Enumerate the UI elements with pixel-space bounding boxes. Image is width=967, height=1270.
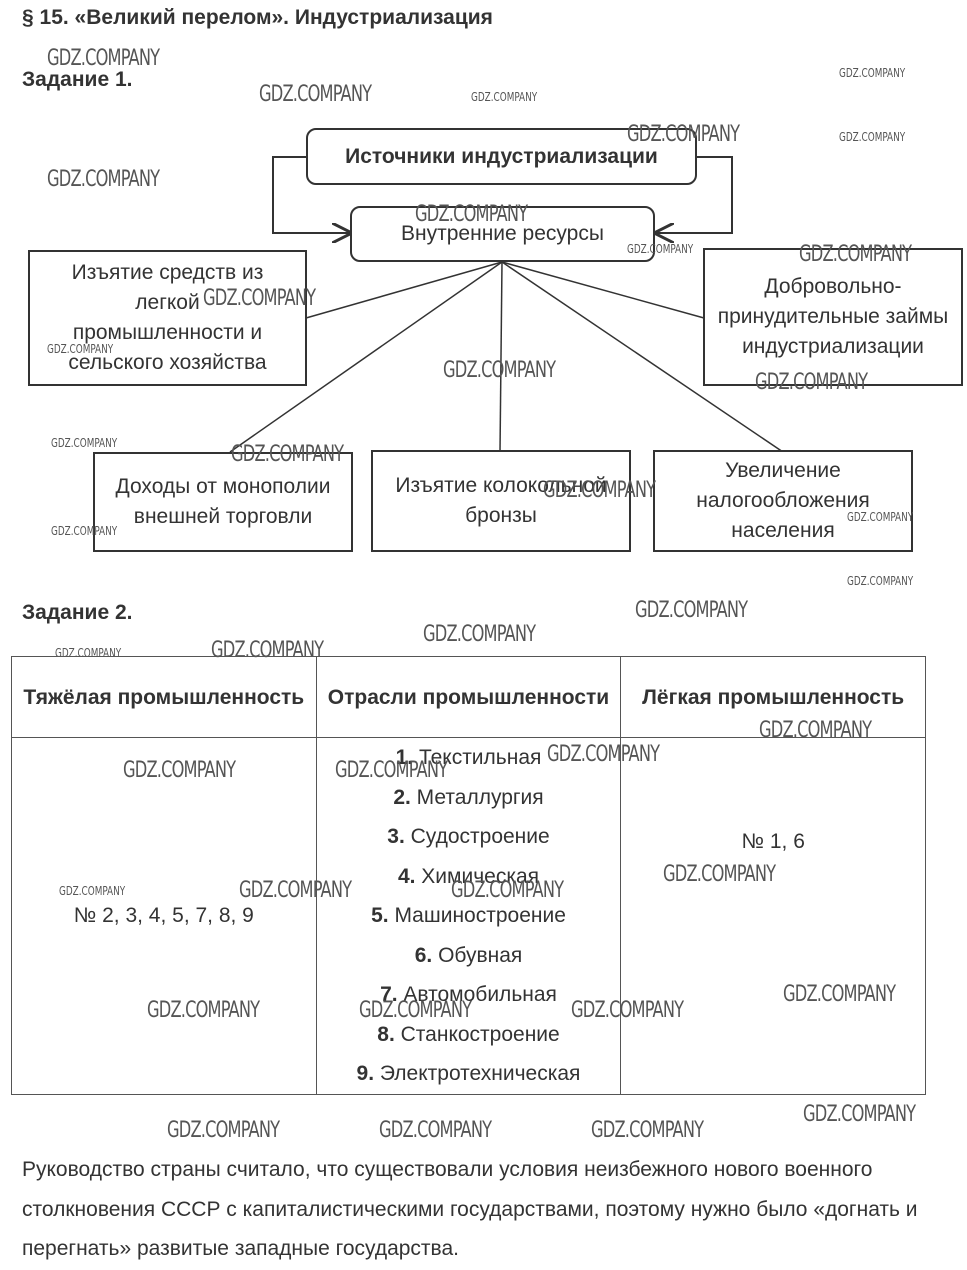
branch-item: 2. Металлургия bbox=[393, 785, 544, 809]
source-box-2: Добровольно-принудительные займы индустр… bbox=[703, 248, 963, 386]
source-box-3: Доходы от монополии внешней торговли bbox=[93, 452, 353, 552]
conclusion-text: Руководство страны считало, что существо… bbox=[22, 1158, 918, 1260]
connector-5 bbox=[501, 261, 784, 453]
connector-3 bbox=[229, 261, 503, 453]
branch-item: 8. Станкостроение bbox=[377, 1022, 560, 1046]
page-title: § 15. «Великий перелом». Индустриализаци… bbox=[22, 6, 493, 29]
branch-item: 3. Судостроение bbox=[387, 825, 550, 849]
light-cell: № 1, 6 bbox=[620, 737, 926, 1095]
branch-item: 1. Текстильная bbox=[395, 746, 542, 770]
header-branches: Отрасли промышленности bbox=[315, 656, 622, 738]
branches-cell: 1. Текстильная 2. Металлургия 3. Судостр… bbox=[315, 737, 622, 1095]
light-list: № 1, 6 bbox=[741, 830, 805, 853]
branch-item: 5. Машиностроение bbox=[371, 904, 566, 928]
header-light: Лёгкая промышленность bbox=[620, 656, 926, 738]
branch-item: 7. Автомобильная bbox=[380, 983, 557, 1007]
connector-1 bbox=[305, 261, 503, 319]
root-box: Источники индустриализации bbox=[306, 128, 697, 185]
connector-4 bbox=[499, 261, 503, 453]
branch-item: 9. Электротехническая bbox=[356, 1062, 581, 1086]
heavy-cell: № 2, 3, 4, 5, 7, 8, 9 bbox=[11, 737, 317, 1095]
connector-2 bbox=[501, 261, 705, 319]
arrow-right bbox=[656, 156, 733, 233]
center-box: Внутренние ресурсы bbox=[350, 206, 655, 262]
header-heavy: Тяжёлая промышленность bbox=[11, 656, 317, 738]
task1-label: Задание 1. bbox=[22, 68, 133, 91]
heavy-list: № 2, 3, 4, 5, 7, 8, 9 bbox=[73, 904, 254, 927]
industry-table: Тяжёлая промышленность Отрасли промышлен… bbox=[11, 656, 926, 1095]
arrow-left bbox=[272, 156, 350, 233]
table-row: № 2, 3, 4, 5, 7, 8, 9 1. Текстильная 2. … bbox=[11, 737, 926, 1095]
branch-item: 6. Обувная bbox=[414, 943, 523, 967]
source-box-4: Изъятие колокольной бронзы bbox=[371, 450, 631, 552]
source-box-1: Изъятие средств из легкой промышленности… bbox=[28, 250, 307, 386]
source-box-5: Увеличение налогообложения населения bbox=[653, 450, 913, 552]
branch-item: 4. Химическая bbox=[397, 864, 540, 888]
table-header-row: Тяжёлая промышленность Отрасли промышлен… bbox=[11, 656, 926, 738]
task2-label: Задание 2. bbox=[22, 601, 133, 624]
